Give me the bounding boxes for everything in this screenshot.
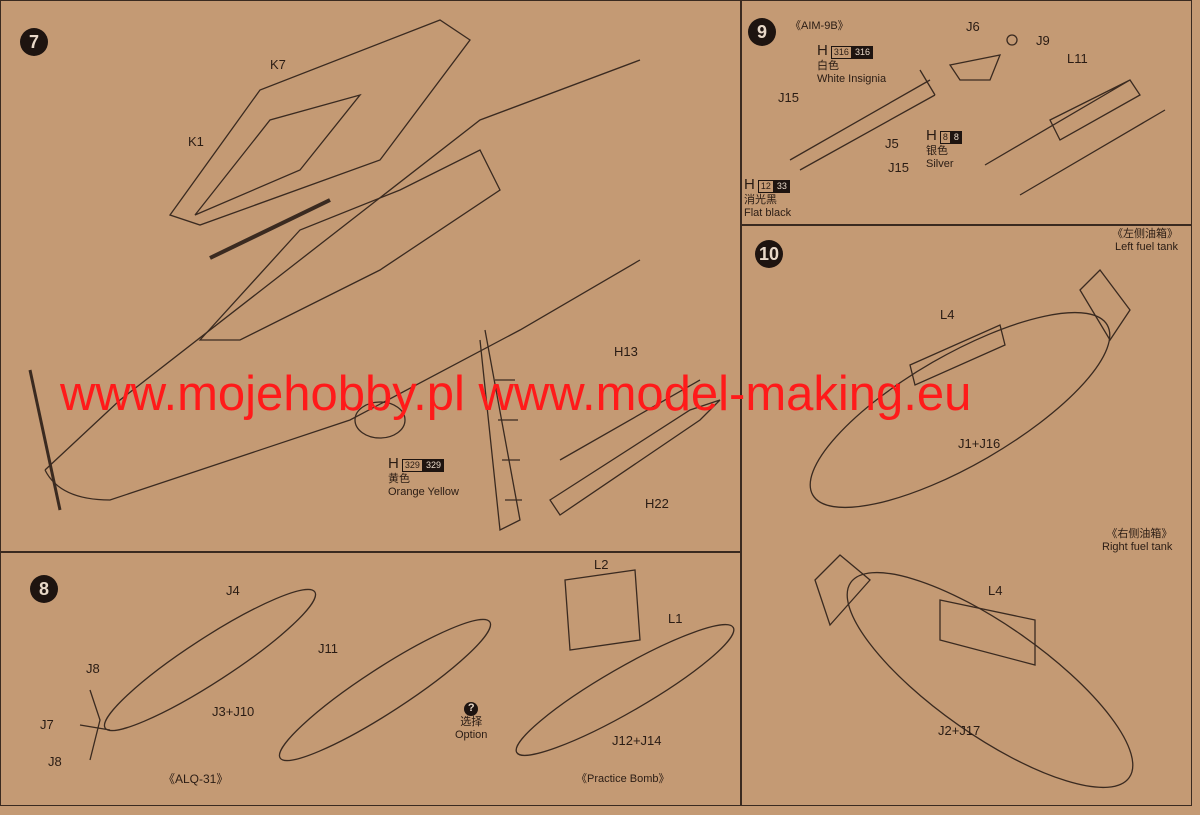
right-fuel-tank <box>846 571 1134 789</box>
title-cn: 《右侧油箱》 <box>1106 528 1173 540</box>
part-label: L4 <box>940 307 955 322</box>
paint-h: H <box>926 127 937 144</box>
option-icon: ? <box>464 702 479 716</box>
part-label: J5 <box>885 136 899 151</box>
part-label: K1 <box>188 134 204 149</box>
part-label: J1+J16 <box>958 436 1001 451</box>
part-label: J7 <box>40 717 54 732</box>
practice-bomb-pod <box>515 624 735 756</box>
paint-en: Flat black <box>744 207 792 220</box>
paint-code: 33 <box>773 180 790 193</box>
paint-code: 12 <box>757 180 774 193</box>
alq-31-pod <box>103 588 317 732</box>
option-callout: ? 选择 Option <box>455 702 487 742</box>
paint-code: 316 <box>851 46 873 59</box>
paint-cn: 银色 <box>926 145 948 157</box>
option-cn: 选择 <box>460 716 483 728</box>
paint-cn: 白色 <box>817 60 839 72</box>
right-fuel-tank-title: 《右侧油箱》Right fuel tank <box>1102 528 1172 554</box>
part-label: J9 <box>1036 33 1050 48</box>
missile-aim-9b <box>789 69 936 171</box>
part-label: J11 <box>318 641 338 656</box>
part-label: J15 <box>778 90 799 105</box>
part-label: K7 <box>270 57 286 72</box>
step-8-number: 8 <box>30 575 58 603</box>
cockpit <box>198 149 501 341</box>
left-fuel-tank-fin <box>909 269 1131 386</box>
part-label: J15 <box>888 160 909 175</box>
left-fuel-tank <box>809 311 1111 509</box>
step-7-panel <box>0 0 742 553</box>
part-label: J4 <box>226 583 240 598</box>
title-cn: 《左侧油箱》 <box>1112 228 1178 240</box>
option-en: Option <box>455 729 488 742</box>
aircraft-fuselage <box>44 59 641 501</box>
step-10-panel <box>740 224 1192 806</box>
part-label: J12+J14 <box>612 733 662 748</box>
paint-cn: 黄色 <box>388 473 410 485</box>
missile-fin-j6 <box>948 54 1002 81</box>
part-label: J2+J17 <box>938 723 981 738</box>
right-fuel-tank-fin <box>814 554 1036 666</box>
ladder-h22 <box>549 379 721 516</box>
nose-probe <box>28 369 62 511</box>
paint-en: White Insignia <box>817 73 887 86</box>
missile-launcher-l11 <box>984 79 1166 196</box>
title-en: Right fuel tank <box>1102 541 1173 554</box>
alq-31-pod-option <box>278 618 492 762</box>
paint-code: 8 <box>939 131 951 144</box>
paint-h: H <box>388 455 399 472</box>
paint-cn: 消光黑 <box>744 194 777 206</box>
part-label: L11 <box>1067 51 1088 66</box>
practice-bomb-title: 《Practice Bomb》 <box>576 773 670 785</box>
part-label: L2 <box>594 557 609 572</box>
part-label: J3+J10 <box>212 704 255 719</box>
step-8-panel <box>0 551 742 806</box>
paint-code: 329 <box>401 459 423 472</box>
alq-31-title: 《ALQ-31》 <box>163 772 229 786</box>
part-label: L4 <box>988 583 1003 598</box>
step-9-panel <box>740 0 1192 226</box>
step-9-number: 9 <box>748 18 776 46</box>
pitot-tube <box>209 198 331 260</box>
ladder <box>479 329 522 532</box>
watermark: www.mojehobby.pl www.model-making.eu <box>60 367 972 421</box>
canopy <box>168 19 471 226</box>
part-label: H13 <box>614 344 638 359</box>
landing-wheel <box>354 401 406 439</box>
paint-h: H <box>817 42 828 59</box>
step-7-number: 7 <box>20 28 48 56</box>
paint-code: 316 <box>830 46 852 59</box>
paint-en: Silver <box>926 158 954 171</box>
part-label: J8 <box>48 754 62 769</box>
paint-en: Orange Yellow <box>388 486 459 499</box>
title-en: Left fuel tank <box>1115 241 1178 254</box>
part-label: H22 <box>645 496 669 511</box>
part-label: L1 <box>668 611 683 626</box>
step-10-number: 10 <box>755 240 783 268</box>
missile-part-j9 <box>1006 34 1018 46</box>
left-fuel-tank-title: 《左侧油箱》Left fuel tank <box>1112 228 1178 254</box>
propeller-j7 <box>79 689 111 761</box>
paint-code: 329 <box>422 459 444 472</box>
paint-code: 8 <box>950 131 962 144</box>
paint-h: H <box>744 176 755 193</box>
part-label: J8 <box>86 661 100 676</box>
pylon-l2 <box>564 569 641 651</box>
section-title: 《AIM-9B》 <box>790 20 849 32</box>
part-label: J6 <box>966 19 980 34</box>
